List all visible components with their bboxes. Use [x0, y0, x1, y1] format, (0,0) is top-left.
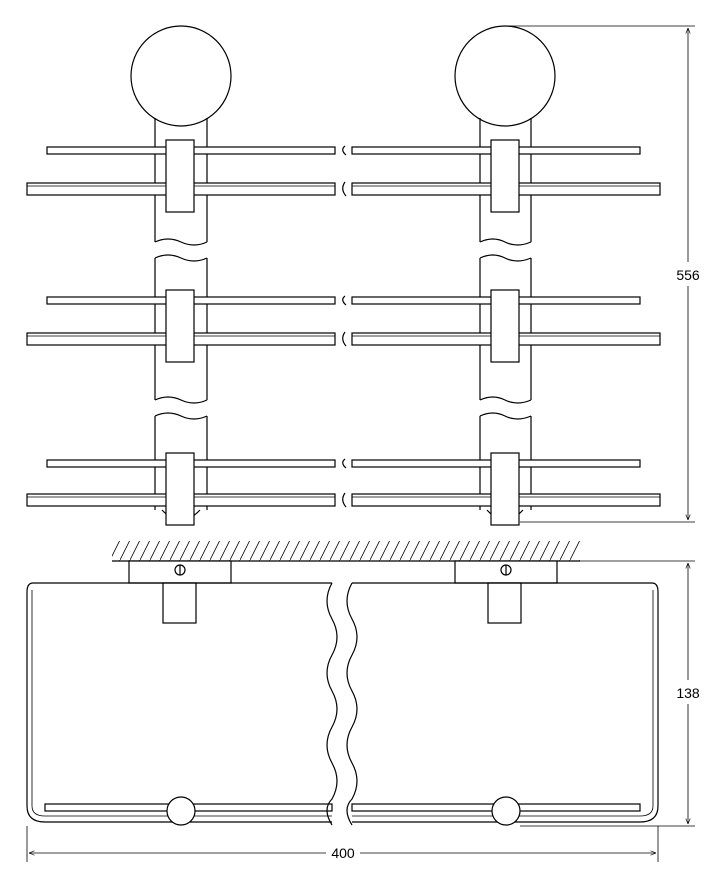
plan-view: 138 400: [26, 541, 706, 862]
shelf-plan-left: [26, 582, 332, 823]
left-post: [130, 25, 232, 521]
right-post: [454, 25, 556, 521]
dimension-width-label: 400: [331, 845, 355, 861]
dimension-height: 556: [505, 25, 706, 523]
break-marks-front: [342, 145, 347, 508]
shelf-tier-3: [26, 452, 661, 526]
dimension-width: 400: [26, 826, 659, 862]
shelf-tier-1: [26, 139, 661, 213]
break-wave: [326, 582, 358, 826]
shelf-plan-right: [352, 582, 659, 823]
dimension-depth: 138: [520, 560, 706, 827]
wall-hatch: [112, 541, 580, 561]
dimension-height-label: 556: [676, 267, 700, 283]
front-view: 556: [26, 25, 706, 526]
wall-flange-right: [454, 25, 556, 127]
bracket-right: [454, 560, 558, 624]
dimension-depth-label: 138: [676, 685, 700, 701]
wall-flange-left: [130, 25, 232, 127]
shelf-tier-2: [26, 289, 661, 363]
bracket-left: [128, 560, 232, 624]
